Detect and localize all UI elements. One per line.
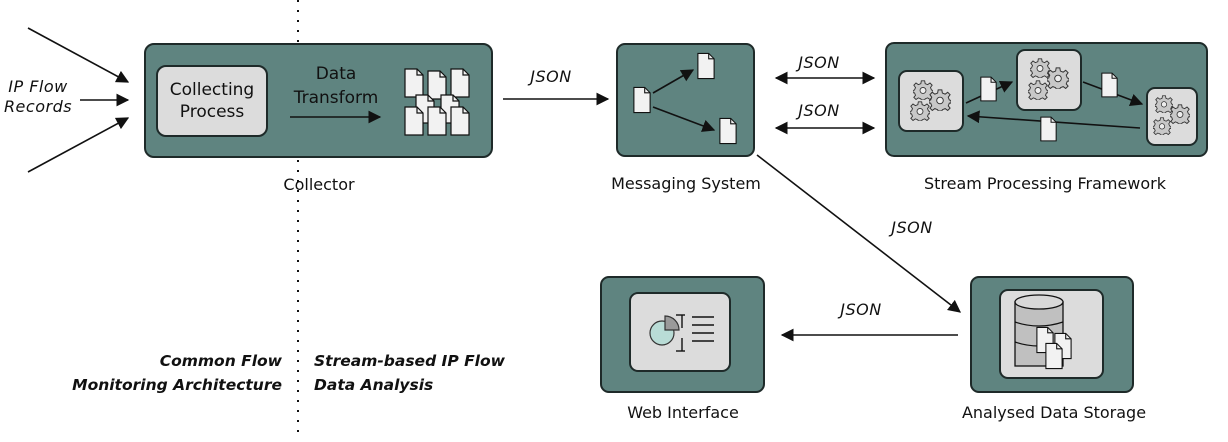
edge-storage-web-label: JSON — [837, 300, 881, 319]
messaging-box — [616, 43, 755, 157]
section-left-line1: Common Flow — [160, 352, 283, 370]
collecting-process-line2: Process — [180, 102, 245, 122]
report-icon — [649, 314, 714, 352]
edge-messaging-storage — [756, 154, 962, 313]
input-label-line1: IP Flow — [8, 77, 68, 96]
stream-processing-box — [885, 42, 1208, 157]
section-left-line2: Monitoring Architecture — [72, 376, 282, 394]
collector-box: Collecting Process Data Transform — [144, 43, 493, 158]
edge-messaging-storage-label: JSON — [888, 218, 932, 237]
stream-processing-name: Stream Processing Framework — [924, 174, 1167, 193]
section-right-line2: Data Analysis — [314, 376, 433, 394]
collecting-process-line1: Collecting — [170, 80, 254, 100]
messaging-name: Messaging System — [611, 174, 761, 193]
input-arrows — [27, 27, 130, 173]
storage-name: Analysed Data Storage — [962, 403, 1146, 422]
web-interface-name: Web Interface — [627, 403, 739, 422]
section-right-line1: Stream-based IP Flow — [314, 352, 506, 370]
storage-box — [970, 276, 1134, 393]
data-transform-line2: Transform — [293, 88, 379, 108]
edge-collector-messaging-label: JSON — [527, 67, 571, 86]
data-transform-line1: Data — [316, 64, 357, 84]
edge-stream-out-label: JSON — [795, 53, 839, 72]
web-interface-box — [600, 276, 765, 393]
collecting-process-box — [156, 65, 268, 137]
edge-stream-back-label: JSON — [795, 101, 839, 120]
input-label-line2: Records — [4, 97, 72, 116]
collector-name: Collector — [283, 175, 355, 194]
